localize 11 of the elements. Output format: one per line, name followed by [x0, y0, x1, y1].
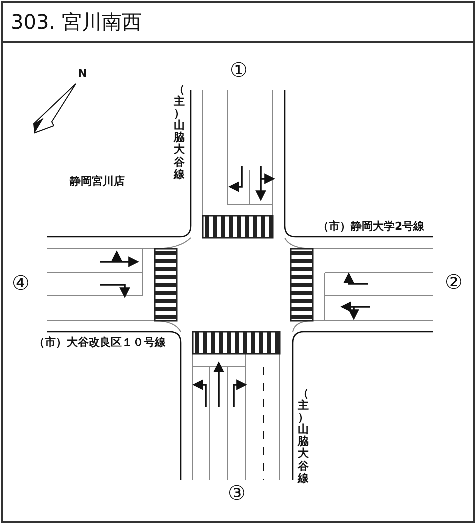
north-label: N [78, 68, 88, 79]
title: 303. 宮川南西 [11, 9, 142, 36]
approach-number: ④ [12, 273, 30, 293]
approach-number: ② [445, 272, 463, 292]
road-name: （主）山脇大谷線 [174, 84, 185, 181]
road-name: （市）静岡大学2号線 [318, 221, 425, 232]
landmark-label: 静岡宮川店 [70, 176, 125, 187]
approach-number: ① [230, 60, 248, 80]
road-name: （市）大谷改良区１０号線 [34, 337, 166, 348]
approach-number: ③ [228, 483, 246, 503]
road-name: （主）山脇大谷線 [298, 388, 309, 485]
